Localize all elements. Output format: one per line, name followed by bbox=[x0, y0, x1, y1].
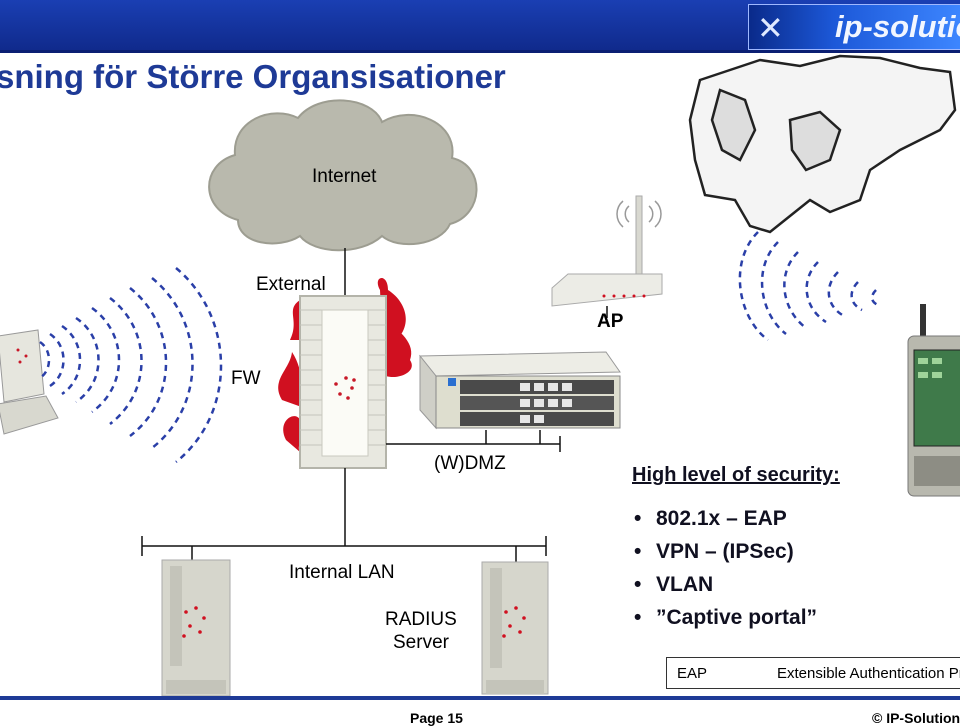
list-item: • 802.1x – EAP bbox=[634, 505, 817, 538]
wireless-waves-left-icon bbox=[39, 267, 223, 463]
security-heading: High level of security: bbox=[632, 464, 840, 486]
glossary-box: EAP Extensible Authentication Pro bbox=[666, 657, 960, 689]
ap-label: AP bbox=[597, 311, 624, 332]
radius-label-line1: RADIUS bbox=[385, 609, 457, 630]
list-item: • VLAN bbox=[634, 571, 817, 604]
switch-appliance-icon bbox=[418, 351, 621, 430]
bullet-icon: • bbox=[634, 573, 642, 596]
bullet-icon: • bbox=[634, 540, 642, 563]
bullet-text: VLAN bbox=[656, 573, 714, 596]
logo-text: ip-solutio bbox=[835, 9, 960, 44]
bullet-icon: • bbox=[634, 507, 642, 530]
logo-mark-icon: ✕ bbox=[757, 9, 784, 47]
bullet-icon: • bbox=[634, 606, 642, 629]
internet-cloud-icon bbox=[208, 99, 478, 252]
pda-icon bbox=[907, 304, 960, 497]
slide-title: sning för Större Organsisationer bbox=[0, 58, 506, 95]
server-left-icon bbox=[161, 559, 231, 697]
radius-label-line2: Server bbox=[393, 632, 449, 653]
list-item: • ”Captive portal” bbox=[634, 604, 817, 637]
glossary-abbr: EAP bbox=[677, 665, 708, 682]
dmz-line bbox=[386, 430, 561, 452]
fw-label: FW bbox=[231, 368, 261, 389]
internal-lan-bus bbox=[141, 468, 547, 562]
security-bullet-list: • 802.1x – EAP • VPN – (IPSec) • VLAN • ”Cap… bbox=[634, 505, 817, 637]
copyright: © IP-Solution bbox=[872, 710, 960, 726]
world-map-icon bbox=[688, 54, 957, 234]
bullet-text: ”Captive portal” bbox=[656, 606, 818, 629]
access-point-icon bbox=[551, 195, 663, 318]
ip-solutions-logo: ✕ ip-solutio bbox=[748, 4, 960, 50]
bullet-text: 802.1x – EAP bbox=[656, 507, 787, 530]
header-underline bbox=[0, 50, 960, 53]
page-number: Page 15 bbox=[410, 710, 463, 726]
internet-label: Internet bbox=[312, 166, 377, 187]
firewall-server-icon bbox=[299, 295, 387, 469]
wireless-waves-right-icon bbox=[738, 231, 879, 342]
bullet-text: VPN – (IPSec) bbox=[656, 540, 794, 563]
list-item: • VPN – (IPSec) bbox=[634, 538, 817, 571]
dmz-label: (W)DMZ bbox=[434, 453, 506, 474]
internal-lan-label: Internal LAN bbox=[289, 562, 395, 583]
glossary-definition: Extensible Authentication Pro bbox=[777, 665, 960, 682]
server-right-icon bbox=[481, 561, 549, 695]
laptop-icon bbox=[0, 329, 59, 435]
external-label: External bbox=[256, 274, 326, 295]
footer-rule bbox=[0, 696, 960, 700]
